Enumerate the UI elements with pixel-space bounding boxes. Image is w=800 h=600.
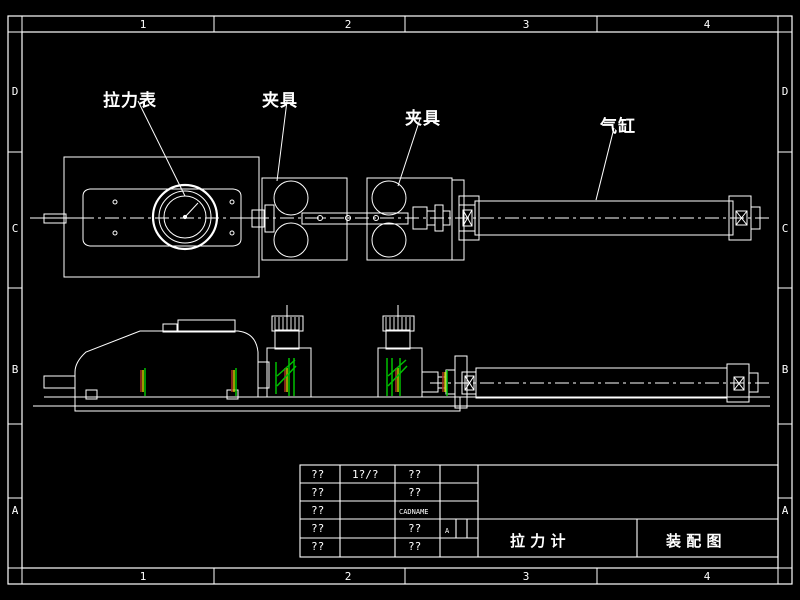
zone-col-bottom-2: 2 <box>344 570 352 583</box>
zone-col-bottom-1: 1 <box>139 570 147 583</box>
title-block-sub-title: 装 配 图 <box>666 532 722 550</box>
title-block-cell-r4c0: ?? <box>311 540 325 553</box>
border-zone-ticks <box>8 16 792 584</box>
gauge-screw-bl <box>112 230 118 236</box>
zone-row-left-d: D <box>11 85 19 98</box>
clamp-left-knurl <box>274 317 300 330</box>
zone-row-right-a: A <box>781 504 789 517</box>
annotation-pneumatic-cylinder: 气缸 <box>600 117 636 137</box>
title-block-cell-r3c2: ?? <box>408 522 422 535</box>
gauge-plate <box>82 188 242 247</box>
gauge-front-stud <box>43 375 76 389</box>
fixture-right-clamp-bottom <box>371 222 407 258</box>
title-block-cell-r1c2: ?? <box>408 486 422 499</box>
gauge-needle <box>184 202 199 218</box>
leader-lines <box>137 100 615 201</box>
fixture-left-clamp-bottom <box>273 222 309 258</box>
title-block-cell-cadname: CADNAME <box>399 508 429 516</box>
clamp-right-knurl <box>385 317 411 330</box>
leader-tension-gauge <box>137 100 186 197</box>
gauge-housing-top-plate <box>177 319 236 333</box>
zone-row-right-c: C <box>781 222 789 235</box>
title-block-cell-r1c0: ?? <box>311 486 325 499</box>
annotation-fixture-left: 夹具 <box>262 91 298 111</box>
colored-spring-details <box>140 358 448 396</box>
zone-col-top-1: 1 <box>139 18 147 31</box>
front-view-assembly <box>33 305 770 412</box>
leader-cylinder <box>595 127 615 201</box>
title-block-cell-r2c0: ?? <box>311 504 325 517</box>
gauge-screw-tr <box>229 199 235 205</box>
fixture-right-clamp-top <box>371 180 407 216</box>
zone-col-top-2: 2 <box>344 18 352 31</box>
annotation-fixture-right: 夹具 <box>405 109 441 129</box>
gauge-screw-br <box>229 230 235 236</box>
zone-col-top-3: 3 <box>522 18 530 31</box>
zone-row-left-c: C <box>11 222 19 235</box>
title-block-frame <box>299 464 779 558</box>
gauge-screw-tl <box>112 199 118 205</box>
title-block-cell-r3c0: ?? <box>311 522 325 535</box>
zone-row-left-b: B <box>11 363 19 376</box>
sheet-border-outer <box>7 15 793 585</box>
leader-fixture-right <box>397 118 421 187</box>
leader-fixture-left <box>276 100 288 182</box>
front-mount-plate <box>454 355 468 409</box>
zone-row-right-b: B <box>781 363 789 376</box>
zone-row-left-a: A <box>11 504 19 517</box>
title-block-cell-r0c0: ?? <box>311 468 325 481</box>
zone-col-bottom-4: 4 <box>703 570 711 583</box>
zone-col-top-4: 4 <box>703 18 711 31</box>
fixture-left-clamp-top <box>273 180 309 216</box>
clamp-left-block <box>266 347 312 398</box>
zone-row-right-d: D <box>781 85 789 98</box>
title-block-cell-r0c1: 1?/? <box>352 468 379 481</box>
clamp-left-side-lug <box>257 361 270 389</box>
annotation-tension-gauge: 拉力表 <box>103 91 157 111</box>
cylinder-mount-plate <box>451 179 465 261</box>
title-block-main-title: 拉 力 计 <box>510 532 566 550</box>
foot-left <box>85 389 98 400</box>
title-block-cell-sheet-size: A <box>445 527 450 535</box>
gauge-housing-boss <box>162 323 178 333</box>
gauge-housing-profile <box>74 330 259 398</box>
zone-col-bottom-3: 3 <box>522 570 530 583</box>
title-block-cell-r4c2: ?? <box>408 540 422 553</box>
gauge-body-outline <box>63 156 260 278</box>
fixture-left-body <box>261 177 348 261</box>
title-block-cell-r0c2: ?? <box>408 468 422 481</box>
gauge-dial-ring <box>158 190 212 244</box>
gauge-dial-outer <box>151 183 219 251</box>
